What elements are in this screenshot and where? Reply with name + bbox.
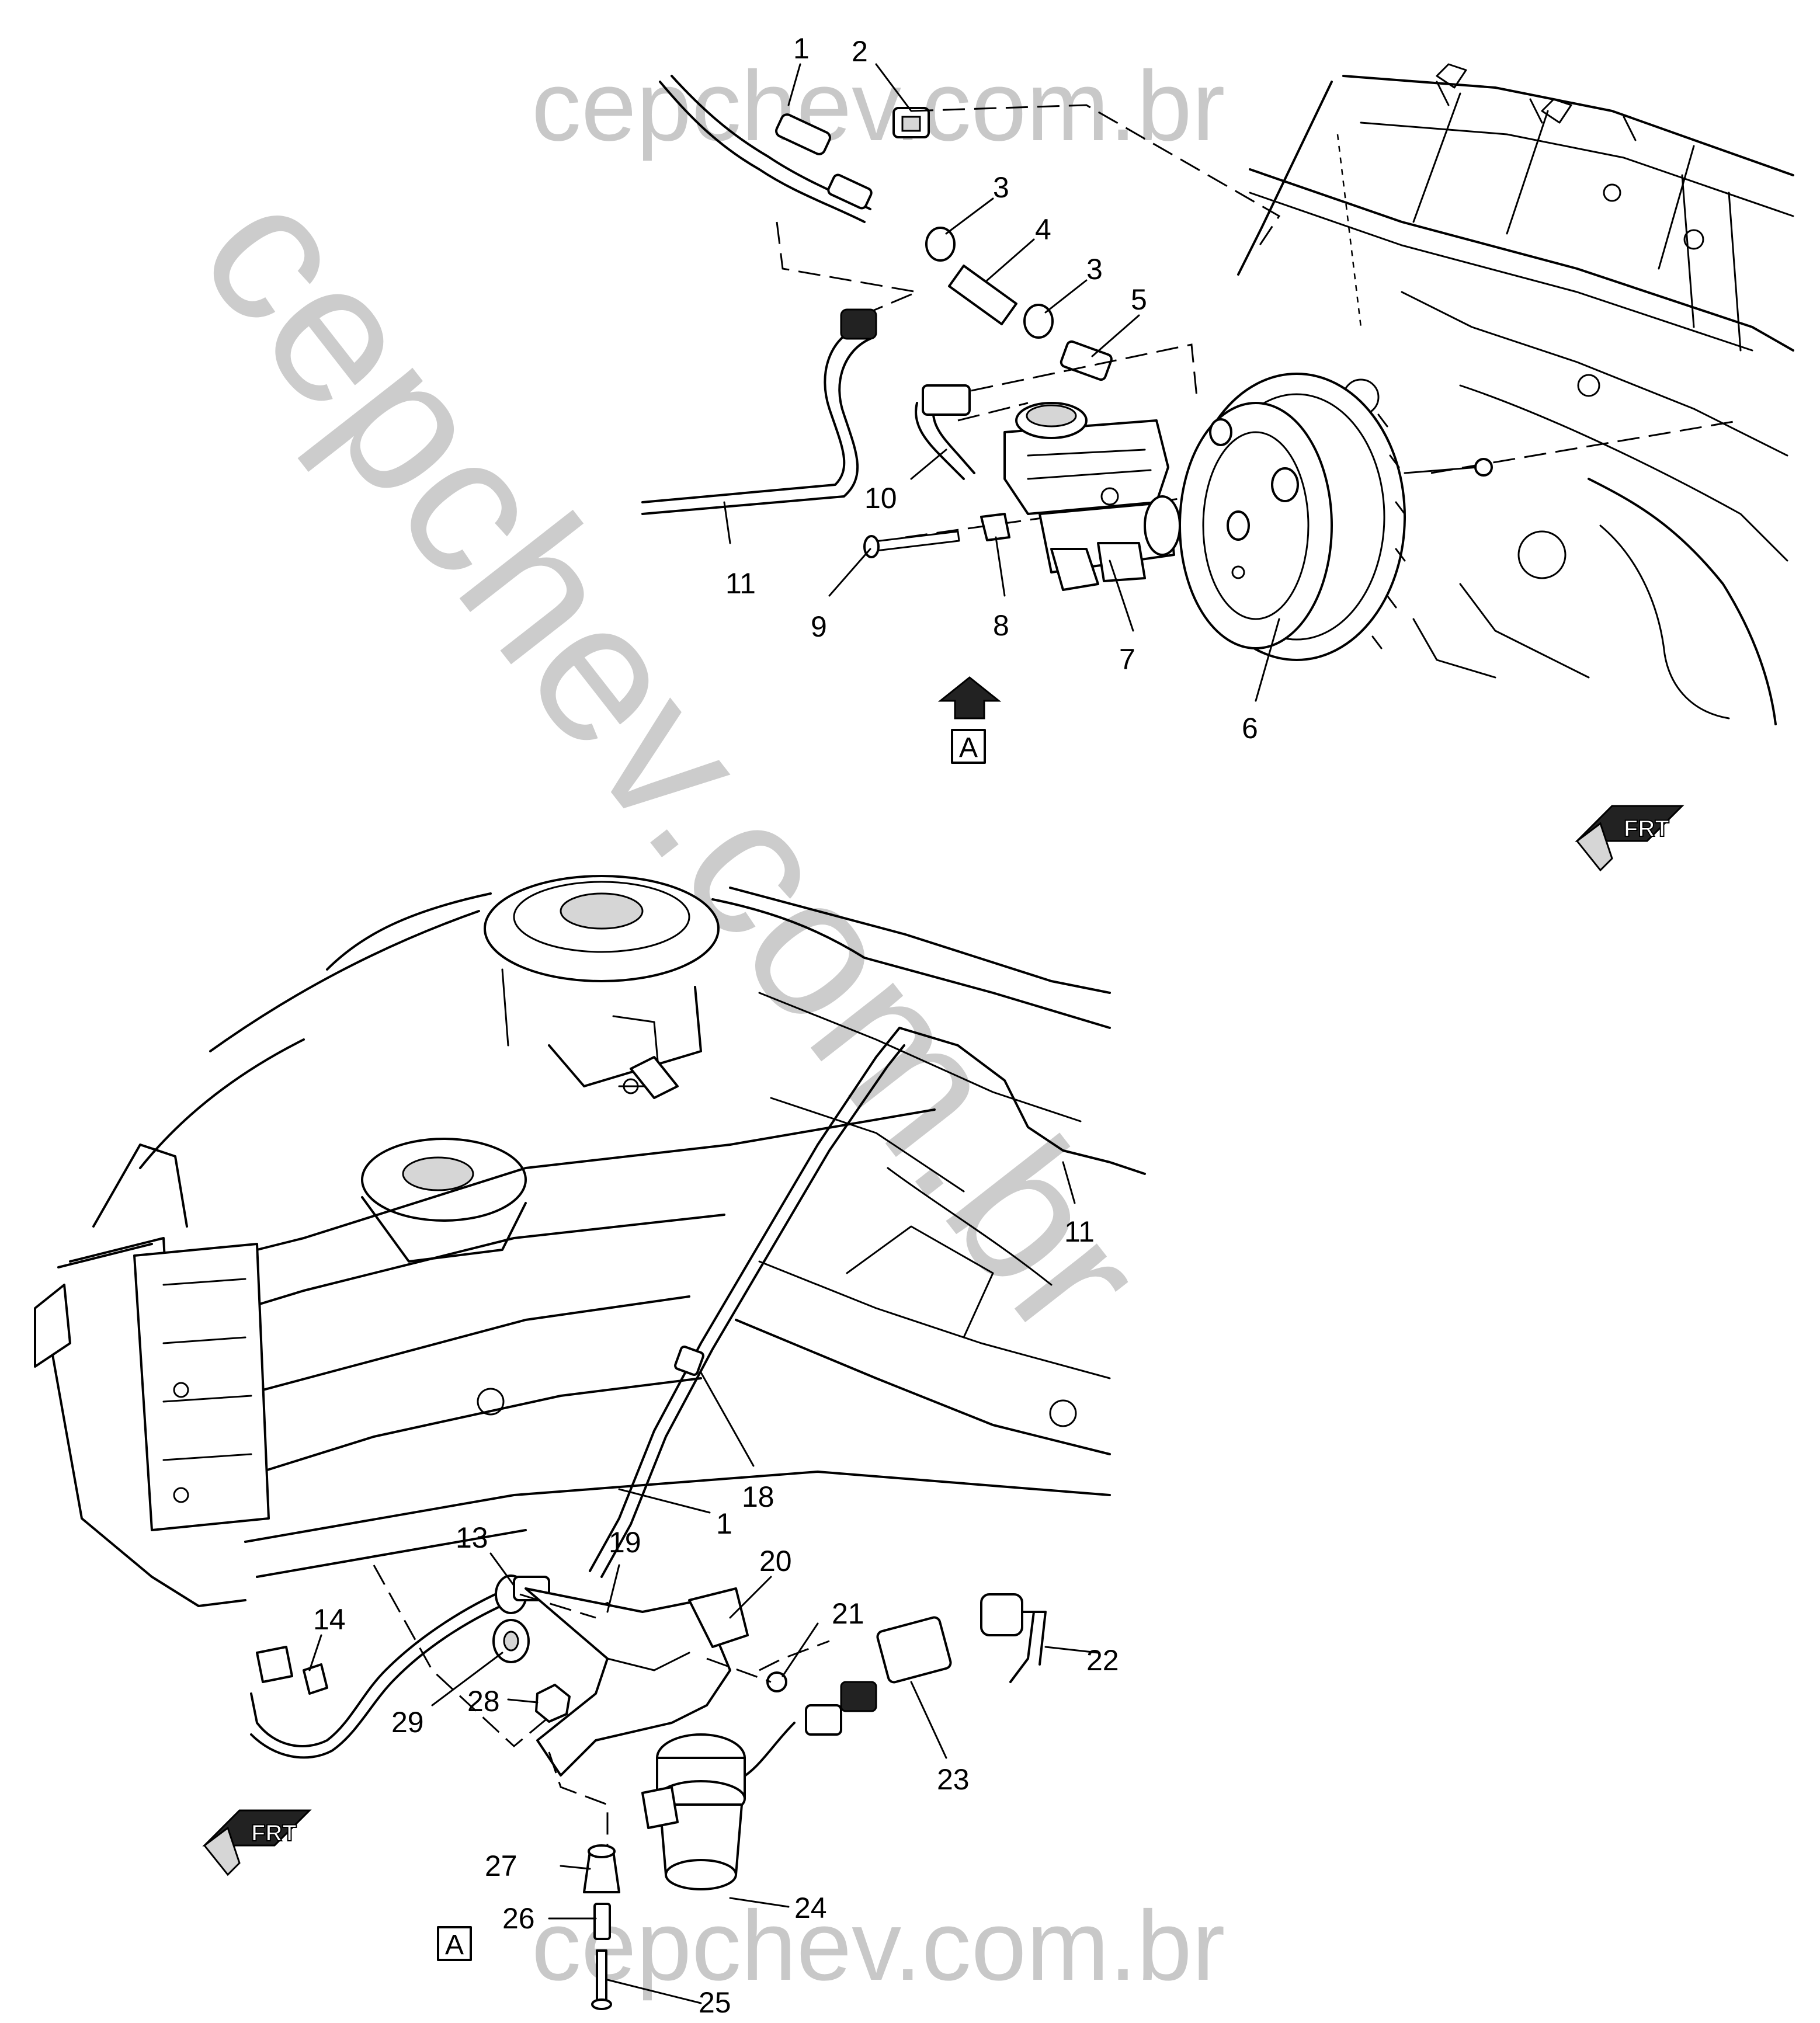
callout-1-bottom: 1 <box>716 1507 732 1540</box>
brake-hose-upper <box>641 308 877 515</box>
mounting-bolt <box>863 530 960 558</box>
callout-7: 7 <box>1119 643 1135 676</box>
callout-28: 28 <box>467 1685 500 1718</box>
hex-nut-28 <box>535 1684 571 1723</box>
view-a-label-top: A <box>959 732 978 763</box>
callout-26: 26 <box>502 1902 535 1935</box>
view-a-label-bottom: A <box>445 1930 464 1961</box>
reservoir-hose <box>915 384 975 480</box>
master-cylinder <box>1003 402 1181 591</box>
upper-body-structure <box>1237 63 1794 725</box>
callout-11-top: 11 <box>725 567 756 600</box>
pump-bolt <box>591 1949 612 2010</box>
electrical-connector <box>674 1346 704 1376</box>
brake-pipe-lower <box>589 1027 1146 1578</box>
callout-24: 24 <box>794 1892 827 1924</box>
callout-20: 20 <box>759 1545 792 1577</box>
view-a-marker-bottom: A <box>437 1926 472 1961</box>
callout-9: 9 <box>811 610 827 643</box>
callout-11-bottom: 11 <box>1064 1215 1095 1248</box>
callout-2: 2 <box>852 35 868 68</box>
callout-10: 10 <box>864 482 897 515</box>
pump-bracket <box>525 1587 749 1777</box>
vacuum-pump <box>641 1733 746 1890</box>
callout-19: 19 <box>609 1526 641 1559</box>
callout-27: 27 <box>485 1850 517 1882</box>
callout-3b: 3 <box>1086 253 1103 286</box>
hose-fitting <box>1060 340 1113 381</box>
hose-retaining-clip <box>256 1646 328 1695</box>
hose-clamp-a <box>925 227 956 262</box>
callout-numbers: 1 2 3 4 3 5 10 11 9 8 7 6 11 18 1 13 19 … <box>313 32 1258 2019</box>
frt-label-top: FRT <box>1624 816 1669 842</box>
check-valve <box>892 107 930 138</box>
vacuum-sensor <box>711 1616 952 1788</box>
hose-sleeve <box>948 265 1017 325</box>
callout-13: 13 <box>456 1521 488 1554</box>
engine-compartment-structure <box>34 875 1111 1607</box>
callout-18: 18 <box>742 1480 774 1513</box>
view-a-arrow: A <box>937 676 1002 764</box>
callout-29: 29 <box>391 1706 424 1739</box>
mount-bushing <box>492 1619 530 1663</box>
master-cylinder-seal <box>980 513 1010 541</box>
callout-5: 5 <box>1131 283 1147 316</box>
rubber-grommet <box>583 1844 620 1893</box>
callout-14: 14 <box>313 1603 346 1636</box>
spacer-sleeve <box>593 1903 611 1940</box>
brake-booster <box>1179 373 1493 661</box>
callout-22: 22 <box>1086 1644 1119 1677</box>
frt-label-bottom: FRT <box>251 1820 297 1846</box>
callout-6: 6 <box>1242 712 1258 745</box>
watermark-top: cepchev.com.br <box>532 51 1225 162</box>
vacuum-hose-upper <box>659 75 873 223</box>
callout-3a: 3 <box>993 171 1009 204</box>
callout-8: 8 <box>993 609 1009 642</box>
callout-25: 25 <box>699 1986 731 2019</box>
pump-outlet-hose <box>980 1593 1047 1683</box>
watermark-bottom: cepchev.com.br <box>532 1890 1225 2001</box>
front-direction-indicator-top: FRT <box>1575 805 1684 872</box>
front-direction-indicator-bottom: FRT <box>202 1809 312 1876</box>
callout-23: 23 <box>937 1763 970 1796</box>
callout-4: 4 <box>1035 213 1051 246</box>
callout-1-top: 1 <box>793 32 810 65</box>
leader-lines <box>308 63 1280 2004</box>
bracket-bolt <box>766 1671 787 1692</box>
callout-21: 21 <box>832 1597 864 1630</box>
